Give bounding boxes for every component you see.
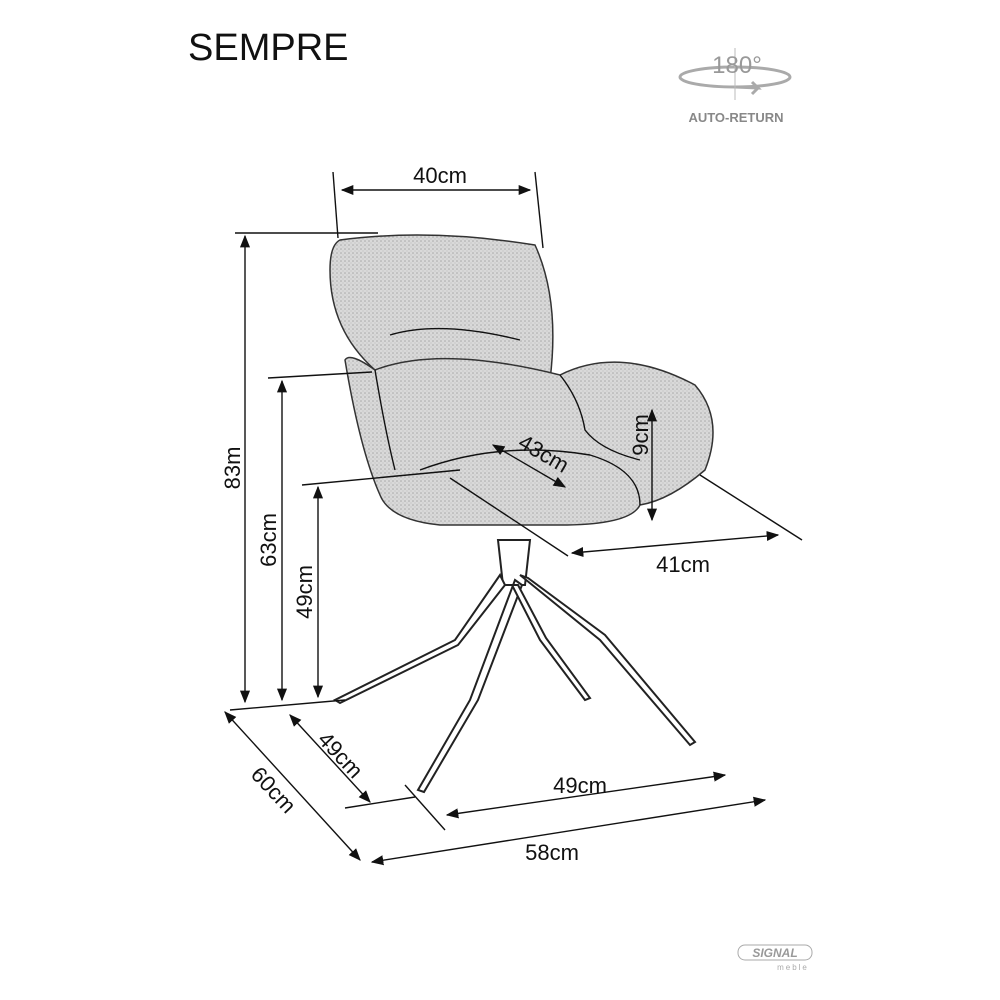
total-width-label: 58cm [525, 840, 579, 865]
seat-width-label: 41cm [656, 552, 710, 577]
backrest-width-label: 40cm [413, 163, 467, 188]
base-width-label: 49cm [553, 773, 607, 798]
base-depth-label: 49cm [313, 727, 368, 783]
chair-drawing [329, 234, 714, 794]
rotation-icon: 180° [678, 48, 792, 100]
total-height-label: 83m [220, 447, 245, 490]
rotation-label: AUTO-RETURN [688, 110, 783, 125]
seat-height-label: 49cm [292, 565, 317, 619]
dimension-lines [224, 171, 803, 866]
logo-brand: SIGNAL [752, 946, 797, 960]
signal-logo: SIGNAL meble [737, 944, 813, 972]
armrest-height-label: 63cm [256, 513, 281, 567]
logo-sub: meble [777, 963, 809, 972]
page-title: SEMPRE [188, 27, 348, 69]
armrest-above-seat-label: 9cm [628, 414, 653, 456]
rotation-angle: 180° [712, 52, 762, 79]
total-depth-label: 60cm [246, 762, 301, 818]
